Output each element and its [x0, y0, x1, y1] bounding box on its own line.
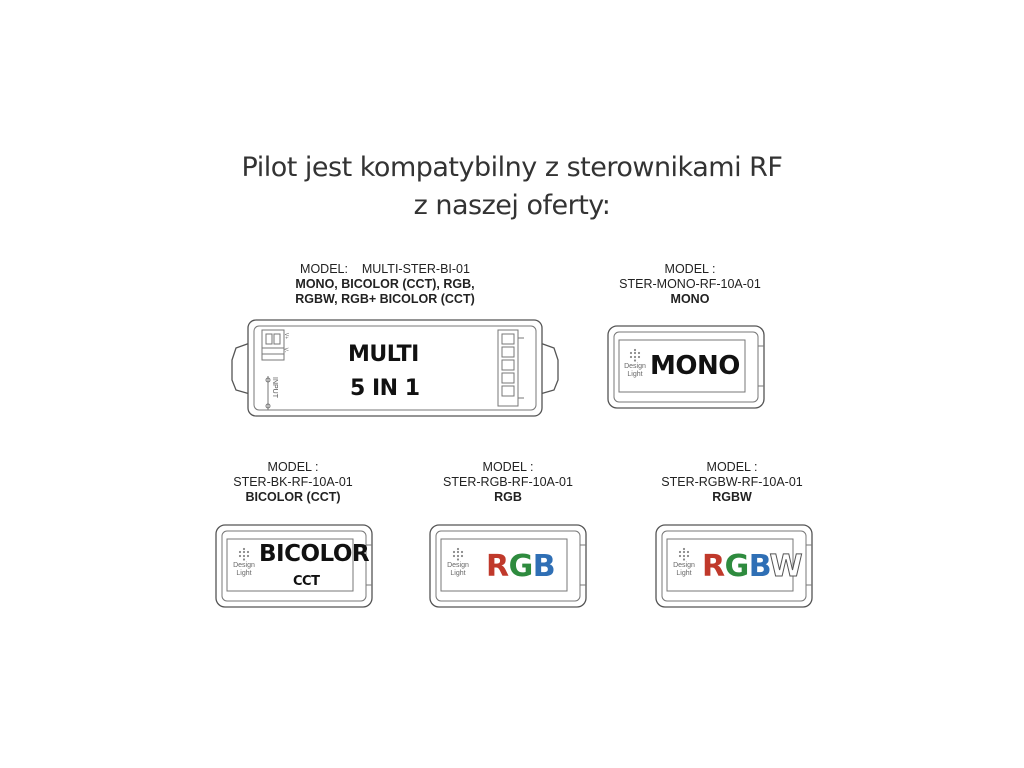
rgb-label: RGB	[486, 549, 556, 584]
rgb-letter-r: R	[486, 549, 509, 584]
rgbw-mode: RGBW	[712, 490, 752, 504]
design-light-dots-icon	[678, 547, 690, 561]
design-light-dots-icon	[238, 547, 250, 561]
bicolor-design-light-logo: Design Light	[229, 547, 259, 578]
multi-input-terminal	[261, 329, 285, 361]
multi-model: MODEL: MULTI-STER-BI-01	[300, 262, 470, 276]
bicolor-label-area	[226, 538, 354, 592]
mono-model-label: MODEL :	[664, 262, 716, 276]
rgb-mode: RGB	[494, 490, 522, 504]
mono-design-light-logo: Design Light	[620, 348, 650, 379]
rgbw-controller-drawing	[655, 524, 813, 608]
rgbw-letter-g: G	[724, 549, 750, 584]
heading-line-1: Pilot jest kompatybilny z sterownikami R…	[241, 152, 783, 183]
multi-body	[247, 319, 543, 417]
multi-modes-line-1: MONO, BICOLOR (CCT), RGB,	[295, 277, 475, 291]
design-light-dots-icon	[452, 547, 464, 561]
rgbw-model-number: STER-RGBW-RF-10A-01	[661, 475, 803, 489]
bicolor-controller-drawing	[215, 524, 373, 608]
rgb-model-label: MODEL :	[482, 460, 534, 474]
design-light-dots-icon	[629, 348, 641, 362]
multi-caption: MODEL: MULTI-STER-BI-01 MONO, BICOLOR (C…	[270, 262, 500, 307]
rgbw-body	[655, 524, 813, 608]
rgb-model-number: STER-RGB-RF-10A-01	[443, 475, 573, 489]
multi-right-ear	[539, 342, 559, 395]
terminal-plus-label: V+	[283, 332, 290, 340]
rgb-body	[429, 524, 587, 608]
mono-caption: MODEL : STER-MONO-RF-10A-01 MONO	[590, 262, 790, 307]
rgb-label-area	[440, 538, 568, 592]
multi-modes-line-2: RGBW, RGB+ BICOLOR (CCT)	[295, 292, 475, 306]
rgb-letter-b: B	[532, 549, 556, 584]
rgb-controller-drawing	[429, 524, 587, 608]
rgbw-model-label: MODEL :	[706, 460, 758, 474]
rgb-caption: MODEL : STER-RGB-RF-10A-01 RGB	[408, 460, 608, 505]
bicolor-model-number: STER-BK-RF-10A-01	[233, 475, 353, 489]
rgb-design-light-logo: Design Light	[443, 547, 473, 578]
bicolor-caption: MODEL : STER-BK-RF-10A-01 BICOLOR (CCT)	[193, 460, 393, 505]
multi-label-line-2: 5 IN 1	[350, 376, 420, 401]
multi-controller-drawing	[231, 319, 559, 417]
mono-mode: MONO	[670, 292, 710, 306]
multi-label-line-1: MULTI	[348, 342, 419, 367]
rgbw-label: RGBW	[702, 549, 803, 585]
bicolor-model-label: MODEL :	[267, 460, 319, 474]
multi-body-inner	[253, 325, 537, 411]
rgbw-label-area	[666, 538, 794, 592]
rgbw-design-light-logo: Design Light	[669, 547, 699, 578]
mono-controller-drawing	[607, 325, 765, 409]
rgbw-letter-r: R	[702, 549, 725, 584]
mono-label: MONO	[650, 351, 740, 381]
mono-body	[607, 325, 765, 409]
input-label: INPUT	[271, 377, 278, 398]
heading-line-2: z naszej oferty:	[413, 190, 611, 221]
multi-left-ear	[231, 342, 251, 395]
mono-label-area	[618, 339, 746, 393]
mono-model-number: STER-MONO-RF-10A-01	[619, 277, 761, 291]
bicolor-label: BICOLOR	[259, 541, 370, 567]
rgbw-caption: MODEL : STER-RGBW-RF-10A-01 RGBW	[632, 460, 832, 505]
rgbw-letter-b: B	[748, 549, 770, 584]
bicolor-sublabel: CCT	[293, 574, 320, 589]
bicolor-body	[215, 524, 373, 608]
rgb-letter-g: G	[508, 549, 534, 584]
rgbw-letter-w: W	[769, 549, 803, 585]
multi-output-terminal	[497, 329, 519, 407]
terminal-minus-label: V-	[282, 347, 289, 353]
bicolor-mode: BICOLOR (CCT)	[245, 490, 341, 504]
